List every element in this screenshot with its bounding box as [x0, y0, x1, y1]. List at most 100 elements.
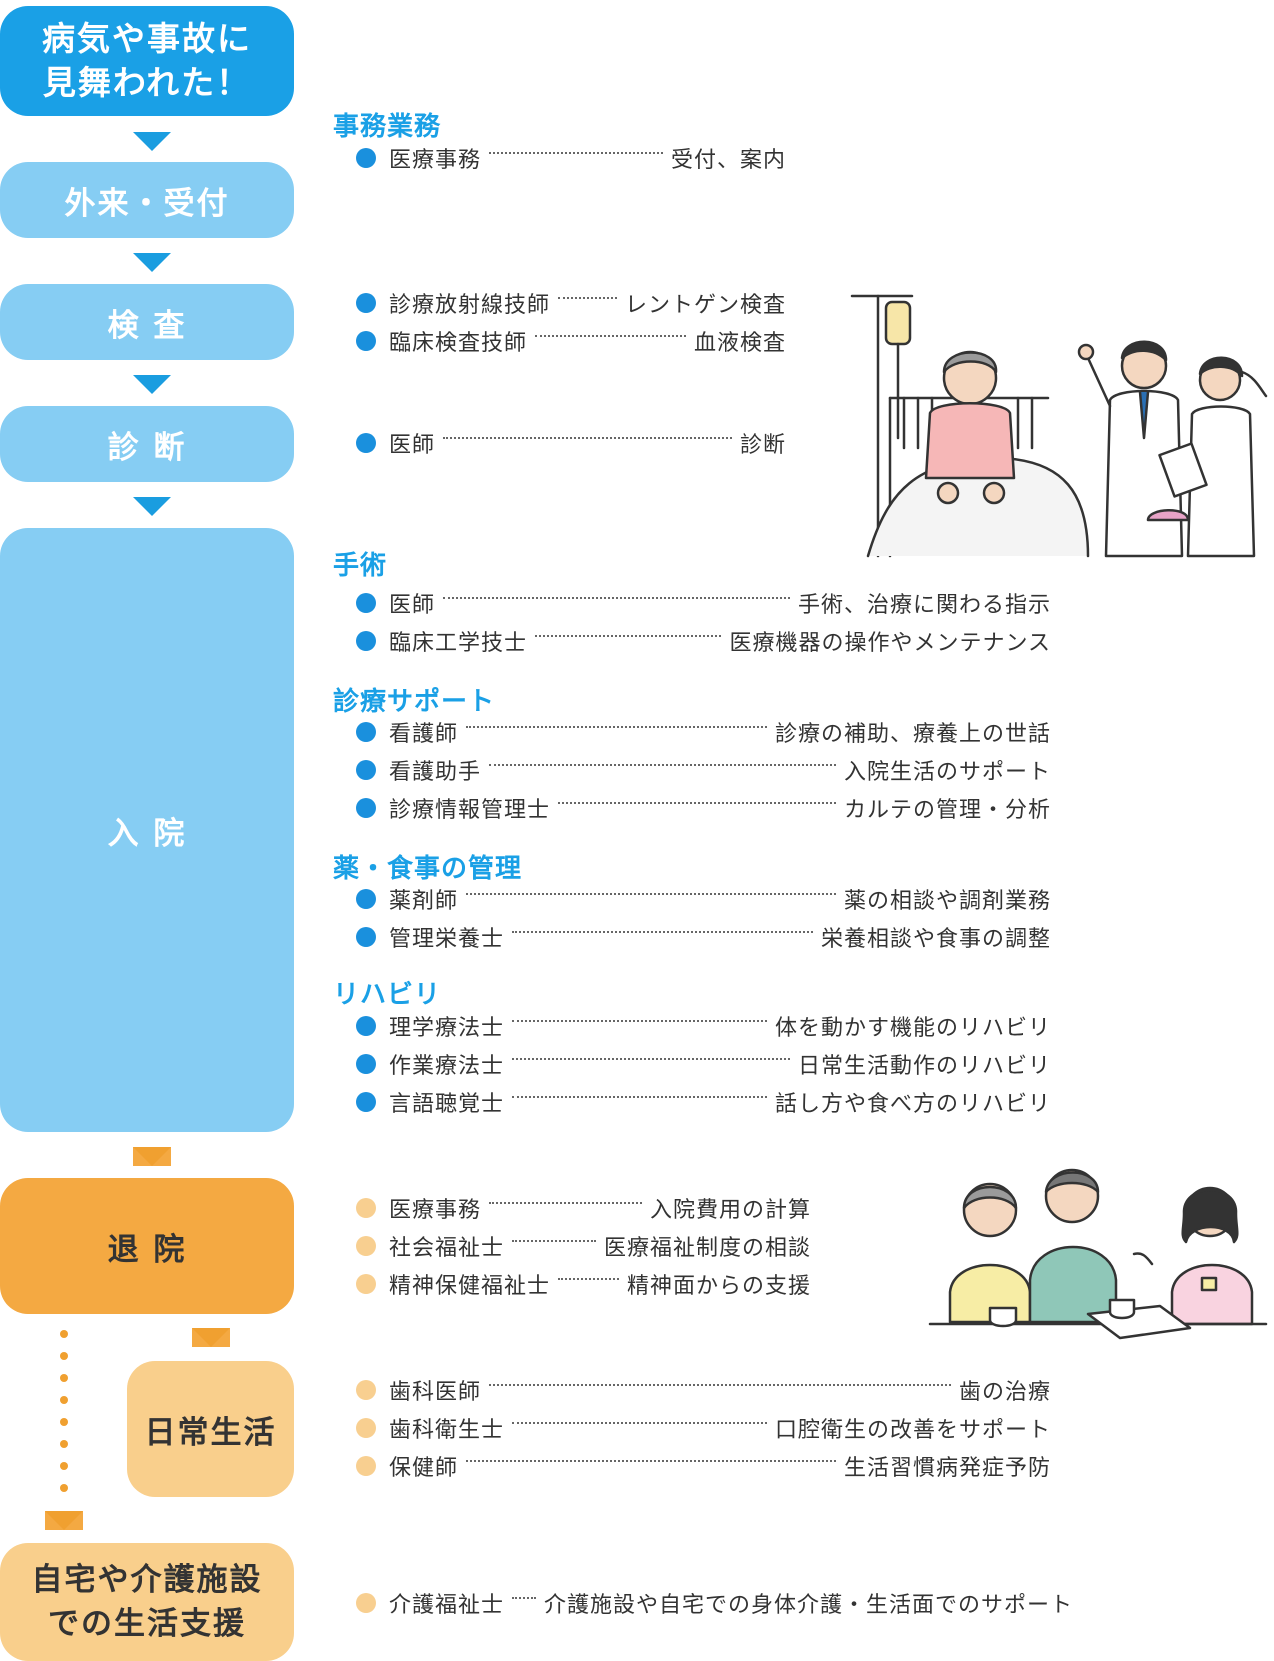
category-support: 診療サポート [333, 687, 496, 717]
role-task: 体を動かす機能のリハビリ [774, 1016, 1051, 1041]
role-row: 社会福祉士 医療福祉制度の相談 [356, 1231, 811, 1261]
role-name: 精神保健福祉士 [389, 1274, 551, 1299]
stage-diagnosis-label: 診 断 [107, 429, 187, 466]
leader-dots [489, 764, 836, 766]
leader-dots [466, 893, 836, 895]
leader-dots [489, 1384, 951, 1386]
role-task: カルテの管理・分析 [843, 798, 1051, 823]
bullet [356, 1054, 376, 1074]
leader-dots [512, 1597, 537, 1599]
bullet [356, 1092, 376, 1112]
role-row: 精神保健福祉士 精神面からの支援 [356, 1269, 811, 1299]
consultation-scene-illustration [928, 1168, 1268, 1340]
role-row: 診療情報管理士 カルテの管理・分析 [356, 793, 1051, 823]
stage-home-care: 自宅や介護施設 での生活支援 [0, 1543, 294, 1661]
leader-dots [512, 1240, 596, 1242]
role-task: 受付、案内 [670, 148, 786, 173]
role-row: 歯科医師 歯の治療 [356, 1375, 1051, 1405]
bullet [356, 1236, 376, 1256]
category-pharmacy: 薬・食事の管理 [333, 854, 523, 884]
role-name: 言語聴覚士 [389, 1092, 505, 1117]
bullet [356, 1016, 376, 1036]
role-name: 診療放射線技師 [389, 293, 551, 318]
bullet [356, 722, 376, 742]
role-row: 臨床検査技師 血液検査 [356, 326, 786, 356]
bullet [356, 1380, 376, 1400]
bullet [356, 760, 376, 780]
stage-discharge-label: 退 院 [107, 1231, 187, 1268]
stage-illness-line1: 病気や事故に [42, 19, 252, 58]
role-name: 診療情報管理士 [389, 798, 551, 823]
bullet [356, 927, 376, 947]
role-task: 手術、治療に関わる指示 [797, 593, 1051, 618]
role-row: 医師 手術、治療に関わる指示 [356, 588, 1051, 618]
role-task: 診断 [739, 433, 786, 458]
leader-dots [489, 1202, 642, 1204]
role-task: 薬の相談や調剤業務 [843, 889, 1051, 914]
role-row: 管理栄養士 栄養相談や食事の調整 [356, 922, 1051, 952]
bullet [356, 1456, 376, 1476]
bullet [356, 1593, 376, 1613]
role-task: 診療の補助、療養上の世話 [774, 722, 1051, 747]
leader-dots [489, 152, 663, 154]
role-task: 入院生活のサポート [843, 760, 1051, 785]
role-row: 看護師 診療の補助、療養上の世話 [356, 717, 1051, 747]
bullet [356, 631, 376, 651]
leader-dots [512, 1020, 767, 1022]
role-task: 血液検査 [693, 331, 786, 356]
role-row: 介護福祉士 介護施設や自宅での身体介護・生活面でのサポート [356, 1588, 1072, 1618]
leader-dots [558, 802, 836, 804]
leader-dots [443, 597, 790, 599]
stage-outpatient-label: 外来・受付 [64, 185, 230, 222]
stage-illness: 病気や事故に 見舞われた！ [0, 6, 294, 116]
stage-home-care-line2: での生活支援 [48, 1606, 246, 1642]
role-name: 医師 [389, 593, 436, 618]
role-name: 臨床工学技士 [389, 631, 528, 656]
role-row: 理学療法士 体を動かす機能のリハビリ [356, 1011, 1051, 1041]
flow-arrow [133, 132, 171, 151]
role-task: 介護施設や自宅での身体介護・生活面でのサポート [544, 1593, 1074, 1618]
bullet [356, 889, 376, 909]
role-name: 医療事務 [389, 148, 482, 173]
leader-dots [535, 635, 722, 637]
role-row: 作業療法士 日常生活動作のリハビリ [356, 1049, 1051, 1079]
role-name: 管理栄養士 [389, 927, 505, 952]
role-task: 生活習慣病発症予防 [843, 1456, 1051, 1481]
bullet [356, 593, 376, 613]
role-task: 医療機器の操作やメンテナンス [729, 631, 1051, 656]
role-name: 薬剤師 [389, 889, 459, 914]
leader-dots [466, 1460, 836, 1462]
role-row: 言語聴覚士 話し方や食べ方のリハビリ [356, 1087, 1051, 1117]
role-name: 介護福祉士 [389, 1593, 505, 1618]
role-row: 歯科衛生士 口腔衛生の改善をサポート [356, 1413, 1051, 1443]
stage-outpatient: 外来・受付 [0, 162, 294, 238]
role-row: 診療放射線技師 レントゲン検査 [356, 288, 786, 318]
role-name: 看護師 [389, 722, 459, 747]
stage-illness-line2: 見舞われた！ [42, 63, 252, 102]
role-row: 医療事務 受付、案内 [356, 143, 786, 173]
bullet [356, 433, 376, 453]
role-task: 医療福祉制度の相談 [603, 1236, 811, 1261]
leader-dots [512, 1422, 767, 1424]
stage-admission-label: 入 院 [107, 815, 187, 852]
role-task: 精神面からの支援 [626, 1274, 811, 1299]
stage-diagnosis: 診 断 [0, 406, 294, 482]
role-row: 看護助手 入院生活のサポート [356, 755, 1051, 785]
role-name: 歯科医師 [389, 1380, 482, 1405]
category-office: 事務業務 [333, 112, 442, 142]
role-task: 入院費用の計算 [649, 1198, 811, 1223]
stage-admission: 入 院 [0, 528, 294, 1132]
leader-dots [443, 437, 732, 439]
role-task: 口腔衛生の改善をサポート [774, 1418, 1051, 1443]
hospital-scene-illustration [850, 294, 1268, 558]
stage-daily-life: 日常生活 [127, 1361, 294, 1497]
stage-discharge: 退 院 [0, 1178, 294, 1314]
role-row: 臨床工学技士 医療機器の操作やメンテナンス [356, 626, 1051, 656]
role-task: 話し方や食べ方のリハビリ [774, 1092, 1051, 1117]
leader-dots [535, 335, 686, 337]
category-rehab: リハビリ [333, 980, 442, 1010]
bullet [356, 1274, 376, 1294]
category-surgery: 手術 [333, 551, 388, 581]
role-task: レントゲン検査 [624, 293, 786, 318]
flow-arrow [133, 253, 171, 272]
